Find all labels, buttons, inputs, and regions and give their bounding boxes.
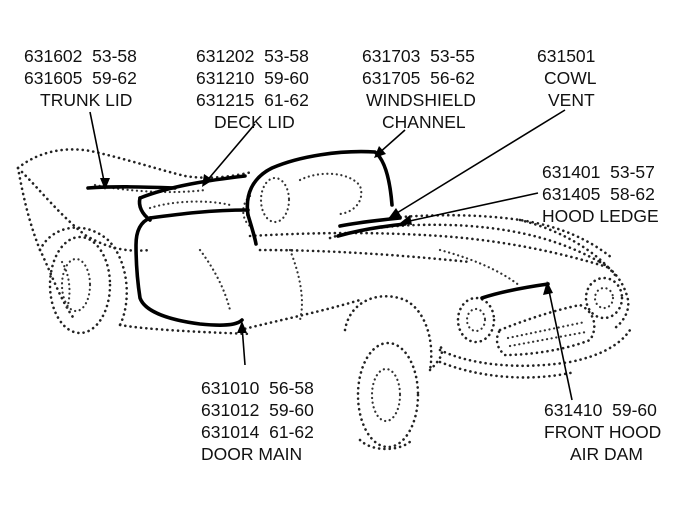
- hood-ledge-title: HOOD LEDGE: [542, 206, 659, 226]
- hood-ledge-part-1: 631401 53-57: [542, 162, 655, 182]
- seal-trunk-lid: [86, 185, 177, 190]
- trunk-lid-part-2: 631605 59-62: [24, 68, 137, 88]
- trunk-lid-title: TRUNK LID: [40, 90, 132, 110]
- hood-ledge-part-2: 631405 58-62: [542, 184, 655, 204]
- door-main-part-1: 631010 56-58: [201, 378, 314, 398]
- callout-front-hood-air-dam: 631410 59-60 FRONT HOOD AIR DAM: [544, 400, 661, 464]
- deck-lid-title: DECK LID: [214, 112, 295, 132]
- windshield-channel-part-1: 631703 53-55: [362, 46, 475, 66]
- deck-lid-part-2: 631210 59-60: [196, 68, 309, 88]
- windshield-channel-title-1: WINDSHIELD: [366, 90, 476, 110]
- leader-lines: [89, 109, 573, 401]
- seal-door-main: [134, 208, 250, 327]
- seal-cowl-vent: [338, 216, 402, 228]
- deck-lid-part-3: 631215 61-62: [196, 90, 309, 110]
- windshield-channel-part-2: 631705 56-62: [362, 68, 475, 88]
- seal-hood-ledge: [336, 222, 407, 238]
- front-hood-air-dam-title-1: FRONT HOOD: [544, 422, 661, 442]
- callout-windshield-channel: 631703 53-55 631705 56-62 WINDSHIELD CHA…: [362, 46, 476, 132]
- callout-deck-lid: 631202 53-58 631210 59-60 631215 61-62 D…: [196, 46, 309, 132]
- front-hood-air-dam-title-2: AIR DAM: [570, 444, 643, 464]
- callout-trunk-lid: 631602 53-58 631605 59-62 TRUNK LID: [24, 46, 137, 110]
- seal-front-hood-air-dam: [480, 282, 550, 300]
- door-main-title: DOOR MAIN: [201, 444, 302, 464]
- car-body-outline: [16, 148, 632, 451]
- seal-windshield-channel: [245, 149, 394, 246]
- trunk-lid-part-1: 631602 53-58: [24, 46, 137, 66]
- callout-door-main: 631010 56-58 631012 59-60 631014 61-62 D…: [201, 378, 314, 464]
- door-main-part-3: 631014 61-62: [201, 422, 314, 442]
- callout-hood-ledge: 631401 53-57 631405 58-62 HOOD LEDGE: [542, 162, 659, 226]
- callout-cowl-vent: 631501 COWL VENT: [537, 46, 597, 110]
- windshield-channel-title-2: CHANNEL: [382, 112, 466, 132]
- cowl-vent-title-2: VENT: [548, 90, 595, 110]
- cowl-vent-part: 631501: [537, 46, 595, 66]
- cowl-vent-title-1: COWL: [544, 68, 597, 88]
- door-main-part-2: 631012 59-60: [201, 400, 314, 420]
- front-hood-air-dam-part: 631410 59-60: [544, 400, 657, 420]
- deck-lid-part-1: 631202 53-58: [196, 46, 309, 66]
